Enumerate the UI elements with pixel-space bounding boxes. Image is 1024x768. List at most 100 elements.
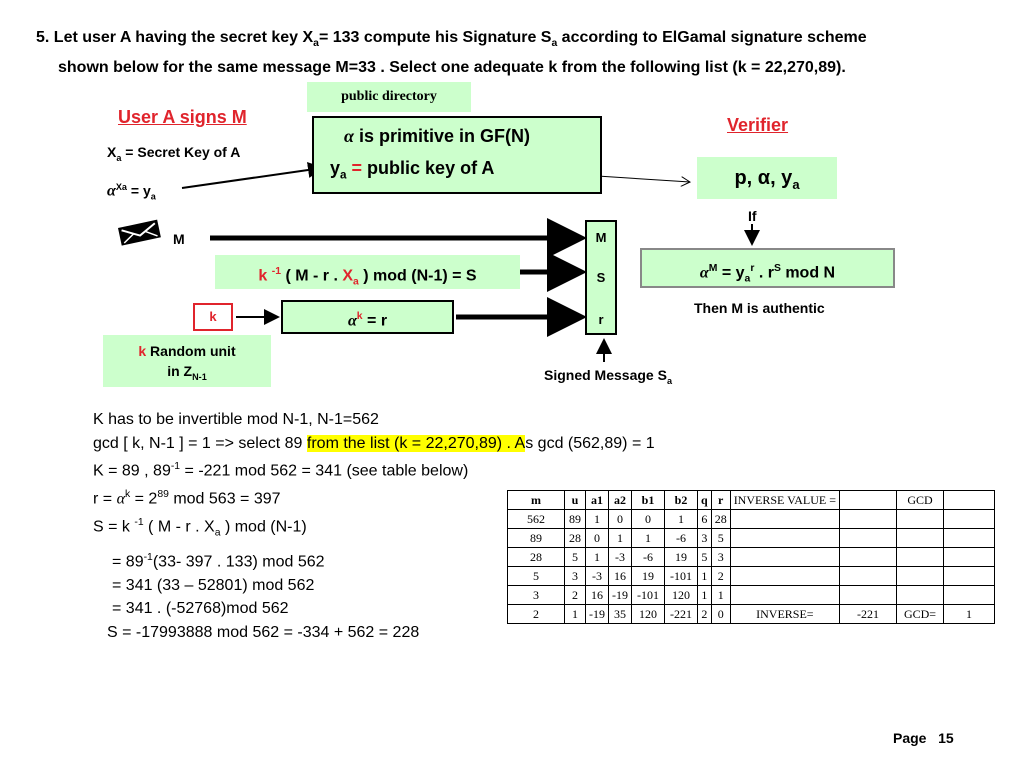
table-cell: 5 [507, 566, 565, 586]
table-cell: 2 [710, 566, 731, 586]
table-cell: -19 [608, 585, 632, 605]
table-cell: -3 [585, 566, 609, 586]
table-cell: 1 [564, 604, 586, 624]
calc-line-9: S = -17993888 mod 562 = -334 + 562 = 228 [107, 624, 420, 642]
calc-line-7: = 341 (33 – 52801) mod 562 [112, 576, 315, 594]
col-q: q [697, 490, 712, 510]
col-gcd-value [943, 490, 996, 510]
table-cell: 89 [564, 509, 586, 529]
col-inverse-value [839, 490, 898, 510]
table-cell: 16 [608, 566, 632, 586]
table-cell: 6 [697, 509, 712, 529]
table-cell: 120 [664, 585, 698, 605]
table-cell: -221 [839, 604, 898, 624]
signed-message-label: Signed Message Sa [544, 367, 672, 386]
table-cell: 3 [710, 547, 731, 567]
table-cell [896, 509, 945, 529]
problem-line-2: shown below for the same message M=33 . … [58, 59, 846, 77]
table-cell: 35 [608, 604, 632, 624]
signed-message-box: M S r [585, 220, 617, 335]
table-cell: 1 [943, 604, 996, 624]
if-label: If [748, 208, 757, 224]
table-cell: 1 [664, 509, 698, 529]
table-cell: -101 [631, 585, 665, 605]
table-cell: 1 [585, 509, 609, 529]
k-box: k [193, 303, 233, 331]
table-cell: 562 [507, 509, 565, 529]
calc-line-6: = 89-1(33- 397 . 133) mod 562 [112, 551, 325, 571]
table-cell: -101 [664, 566, 698, 586]
table-cell [896, 566, 945, 586]
table-cell: 0 [608, 509, 632, 529]
calc-line-1: K has to be invertible mod N-1, N-1=562 [93, 411, 379, 428]
table-cell: 1 [697, 566, 712, 586]
primitive-line: α is primitive in GF(N) [344, 126, 530, 146]
col-b2: b2 [664, 490, 698, 510]
col-b1: b1 [631, 490, 665, 510]
calc-line-5: S = k -1 ( M - r . Xa ) mod (N-1) [93, 517, 307, 539]
page-number: Page 15 [893, 730, 954, 746]
col-a1: a1 [585, 490, 609, 510]
table-cell: 5 [564, 547, 586, 567]
secret-key-label: Xa = Secret Key of A [107, 144, 241, 163]
table-cell: 0 [710, 604, 731, 624]
table-cell [729, 585, 841, 605]
table-cell [943, 585, 996, 605]
table-cell: -19 [585, 604, 609, 624]
table-cell: 1 [631, 528, 665, 548]
table-cell [729, 528, 841, 548]
calculation-block: K has to be invertible mod N-1, N-1=562 … [93, 408, 655, 645]
random-line-1: k Random unit [138, 343, 236, 359]
table-cell: 5 [697, 547, 712, 567]
public-directory-box: α is primitive in GF(N) ya = public key … [312, 116, 602, 194]
authentic-label: Then M is authentic [694, 300, 825, 316]
col-gcd: GCD [896, 490, 945, 510]
table-cell: -6 [664, 528, 698, 548]
table-cell [943, 509, 996, 529]
col-u: u [564, 490, 586, 510]
calc-line-4: r = αk = 289 mod 563 = 397 [93, 489, 281, 508]
table-cell [839, 566, 898, 586]
verifier-title: Verifier [727, 115, 789, 135]
table-cell: GCD= [896, 604, 945, 624]
table-cell [896, 528, 945, 548]
table-cell: 0 [585, 528, 609, 548]
user-a-signs-title: User A signs M [118, 107, 247, 127]
table-cell: 19 [664, 547, 698, 567]
col-inverse: INVERSE VALUE = [729, 490, 841, 510]
table-cell: 2 [564, 585, 586, 605]
euclid-table: m u a1 a2 b1 b2 q r INVERSE VALUE = GCD … [507, 490, 996, 624]
table-cell: 120 [631, 604, 665, 624]
table-cell: 1 [710, 585, 731, 605]
table-cell [943, 528, 996, 548]
msr-m: M [595, 230, 607, 245]
verification-equation: αM = yar . rS mod N [640, 248, 895, 288]
random-unit-box: k Random unit in ZN-1 [103, 335, 271, 387]
table-cell: -3 [608, 547, 632, 567]
table-cell: 28 [507, 547, 565, 567]
table-cell: 2 [697, 604, 712, 624]
table-cell: 19 [631, 566, 665, 586]
col-a2: a2 [608, 490, 632, 510]
table-cell: 1 [697, 585, 712, 605]
problem-statement: 5. Let user A having the secret key Xa= … [36, 26, 976, 80]
msr-s: S [596, 270, 606, 285]
verifier-inputs: p, α, ya [697, 157, 837, 199]
table-cell [943, 547, 996, 567]
table-cell: 3 [564, 566, 586, 586]
table-cell: 3 [697, 528, 712, 548]
table-cell [729, 509, 841, 529]
table-cell [839, 585, 898, 605]
table-cell [729, 547, 841, 567]
r-formula: αk = r [281, 300, 454, 334]
random-line-2: in ZN-1 [167, 363, 207, 382]
calc-line-2: gcd [ k, N-1 ] = 1 => select 89 from the… [93, 434, 655, 452]
public-directory-label: public directory [307, 82, 471, 112]
alpha-xa-equation: αXa = ya [107, 182, 156, 202]
table-cell: 0 [631, 509, 665, 529]
